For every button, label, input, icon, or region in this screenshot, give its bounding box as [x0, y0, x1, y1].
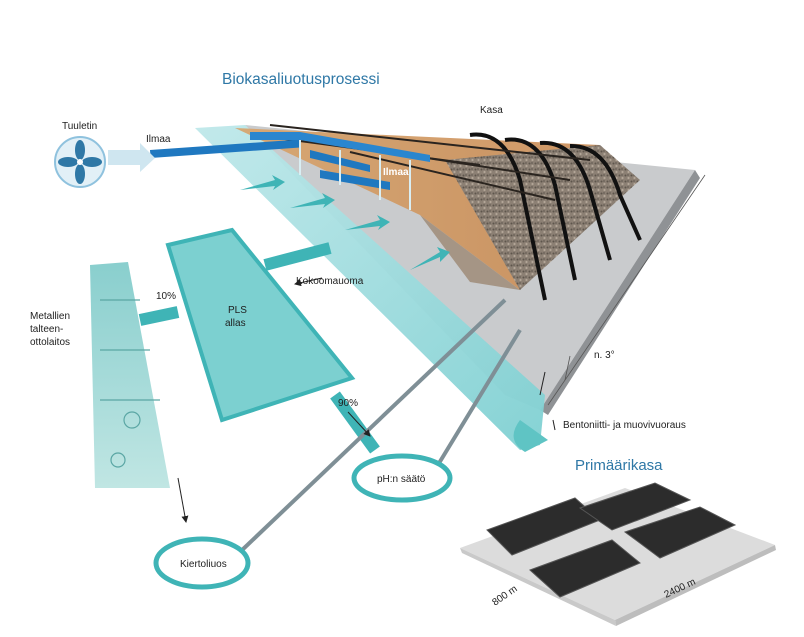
- recycle-label: Kiertoliuos: [180, 559, 227, 570]
- pct-90-label: 90%: [338, 398, 358, 409]
- fan-air-arrow: [108, 143, 155, 172]
- ph-label: pH:n säätö: [377, 474, 426, 485]
- heap-drain-lines: [469, 132, 642, 301]
- channel-flow-arrows: [240, 175, 450, 270]
- metal-plant-label-2: talteen-: [30, 324, 63, 335]
- ph-adjust-node: [351, 453, 453, 503]
- fan-label: Tuuletin: [62, 121, 97, 132]
- pls-label-1: PLS: [228, 305, 247, 316]
- liner-label: Bentoniitti- ja muovivuoraus: [563, 420, 686, 431]
- channel-end: [513, 420, 548, 452]
- heap-side: [445, 145, 640, 290]
- return-pipes: [238, 298, 522, 554]
- air-label-center: Ilmaa: [383, 167, 409, 178]
- pls-pond: [165, 227, 356, 423]
- liner-edge: [540, 170, 700, 415]
- fan-icon: [54, 136, 106, 188]
- metal-recovery-plant: [90, 262, 170, 488]
- slope-label: n. 3°: [594, 350, 615, 361]
- metal-plant-label-3: ottolaitos: [30, 337, 70, 348]
- primary-heap-map: [460, 482, 776, 626]
- pipes-teal: [138, 242, 380, 454]
- flow-pointers: [177, 277, 556, 523]
- dim-800-label: 800 m: [490, 584, 519, 609]
- collection-channel-label: Kokoomauoma: [296, 276, 364, 287]
- recycle-solution-node: [153, 536, 251, 590]
- pls-label-2: allas: [225, 318, 246, 329]
- collection-channel: [195, 125, 545, 450]
- heap-label: Kasa: [480, 105, 503, 116]
- pct-10-label: 10%: [156, 291, 176, 302]
- air-label-left: Ilmaa: [146, 134, 171, 145]
- metal-plant-label-1: Metallien: [30, 311, 70, 322]
- heap-front: [420, 215, 520, 290]
- diagram-title: Biokasaliuotusprosessi: [222, 71, 380, 88]
- primary-heap-title: Primäärikasa: [575, 457, 663, 474]
- plant-details: [100, 299, 160, 468]
- air-arrows: [299, 140, 411, 210]
- slope-indicator: [547, 174, 706, 406]
